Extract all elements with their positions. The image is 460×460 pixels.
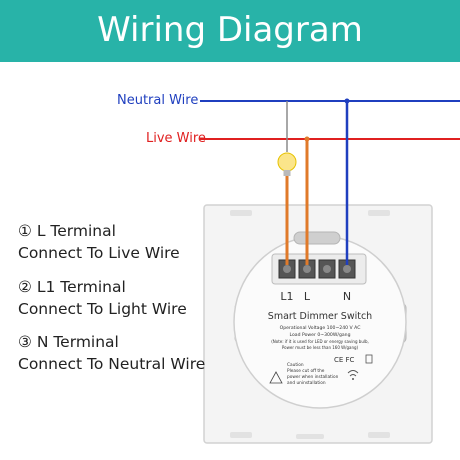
terminal-screw-head <box>323 265 331 273</box>
terminal-description: Connect To Light Wire <box>18 300 187 318</box>
page-title: Wiring Diagram <box>97 10 363 50</box>
cert-marks: CE FC <box>334 356 355 364</box>
terminal-title: ① L Terminal <box>18 222 116 240</box>
plate-slot <box>230 432 252 438</box>
terminal-info-l: ① L Terminal Connect To Live Wire <box>18 220 180 264</box>
caution-line-1: Please cut off the <box>287 368 325 374</box>
plate-slot <box>230 210 252 216</box>
terminal-screw-head <box>283 265 291 273</box>
caution-line-2: power when installation <box>287 374 339 380</box>
plate-slot <box>368 210 390 216</box>
terminal-screw-head <box>303 265 311 273</box>
terminal-info-n: ③ N Terminal Connect To Neutral Wire <box>18 331 205 375</box>
terminal-label-l1: L1 <box>280 290 293 303</box>
terminal-label-n: N <box>343 290 351 303</box>
bulb-base <box>283 170 291 176</box>
terminal-screw-head <box>343 265 351 273</box>
product-name: Smart Dimmer Switch <box>268 311 372 322</box>
light-bulb-icon <box>277 152 297 172</box>
terminal-description: Connect To Neutral Wire <box>18 355 206 373</box>
caution-title: Caution <box>287 362 304 368</box>
terminal-title: ③ N Terminal <box>18 333 119 351</box>
terminal-description: Connect To Live Wire <box>18 244 180 262</box>
terminal-info-l1: ② L1 Terminal Connect To Light Wire <box>18 276 187 320</box>
spec-note-2: Power must be less than 160 W/gang) <box>282 345 359 350</box>
terminal-label-l: L <box>304 290 311 303</box>
warning-icon <box>269 371 283 384</box>
caution-line-3: and uninstallation <box>287 380 326 386</box>
terminal-title: ② L1 Terminal <box>18 278 126 296</box>
recycle-bin-icon <box>365 354 373 364</box>
neutral-junction <box>344 98 350 104</box>
live-junction <box>304 136 310 142</box>
title-banner <box>0 0 460 62</box>
wifi-icon-dot <box>352 378 354 380</box>
module-top-slot <box>293 231 341 245</box>
spec-note-1: (Note: if it is used for LED or energy s… <box>271 339 369 344</box>
wifi-icon <box>347 370 359 377</box>
plate-slot <box>368 432 390 438</box>
spec-load: Load Power 0~300W/gang <box>289 332 350 338</box>
plate-slot <box>296 434 324 439</box>
live-wire-label: Live Wire <box>146 131 206 146</box>
neutral-wire-label: Neutral Wire <box>117 93 199 108</box>
spec-voltage: Operational Voltage 100~240 V AC <box>280 325 361 331</box>
